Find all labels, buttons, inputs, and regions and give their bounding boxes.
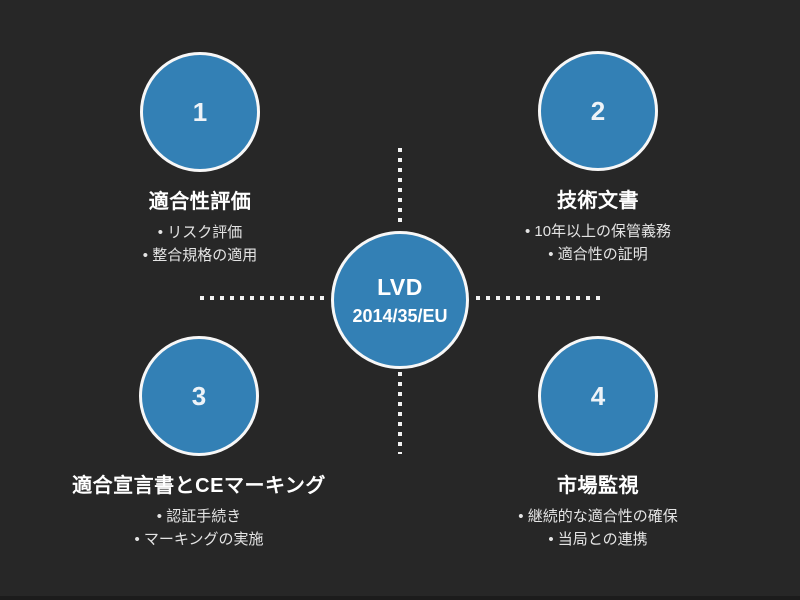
bullet-item: リスク評価 [143,221,257,244]
node-title-2: 技術文書 [557,190,639,212]
bullet-item: 10年以上の保管義務 [525,220,671,243]
center-hub: LVD 2014/35/EU [331,231,469,369]
node-bullets-3: 認証手続き マーキングの実施 [135,505,264,551]
node-circle-2: 2 [538,51,658,171]
bullet-item: 当局との連携 [518,528,677,551]
node-conformity-assessment: 1 適合性評価 リスク評価 整合規格の適用 [40,52,360,267]
bullet-item: 継続的な適合性の確保 [518,505,678,528]
node-bullets-1: リスク評価 整合規格の適用 [143,221,257,267]
node-circle-1: 1 [140,52,260,172]
node-declaration-ce-marking: 3 適合宣言書とCEマーキング 認証手続き マーキングの実施 [29,336,369,551]
node-number-3: 3 [191,380,207,411]
node-title-4: 市場監視 [557,475,639,497]
node-title-3: 適合宣言書とCEマーキング [72,475,326,497]
node-market-surveillance: 4 市場監視 継続的な適合性の確保 当局との連携 [428,336,768,551]
node-number-4: 4 [590,380,606,411]
bullet-item: 適合性の証明 [525,243,671,266]
bullet-item: 認証手続き [135,505,264,528]
center-hub-title: LVD [377,273,423,300]
center-hub-subtitle: 2014/35/EU [352,305,448,326]
bullet-item: マーキングの実施 [135,528,264,551]
node-title-1: 適合性評価 [148,191,252,213]
dashed-connector-bottom [398,372,402,454]
bullet-item: 整合規格の適用 [143,244,257,267]
node-bullets-4: 継続的な適合性の確保 当局との連携 [518,505,678,551]
dashed-connector-right [476,296,600,300]
node-technical-documentation: 2 技術文書 10年以上の保管義務 適合性の証明 [438,51,758,266]
node-number-1: 1 [192,96,208,127]
dashed-connector-top [398,148,402,228]
node-bullets-2: 10年以上の保管義務 適合性の証明 [525,220,671,266]
node-circle-3: 3 [139,336,259,456]
dashed-connector-left [200,296,324,300]
bottom-edge-strip [0,596,800,600]
node-circle-4: 4 [538,336,658,456]
node-number-2: 2 [590,95,606,126]
